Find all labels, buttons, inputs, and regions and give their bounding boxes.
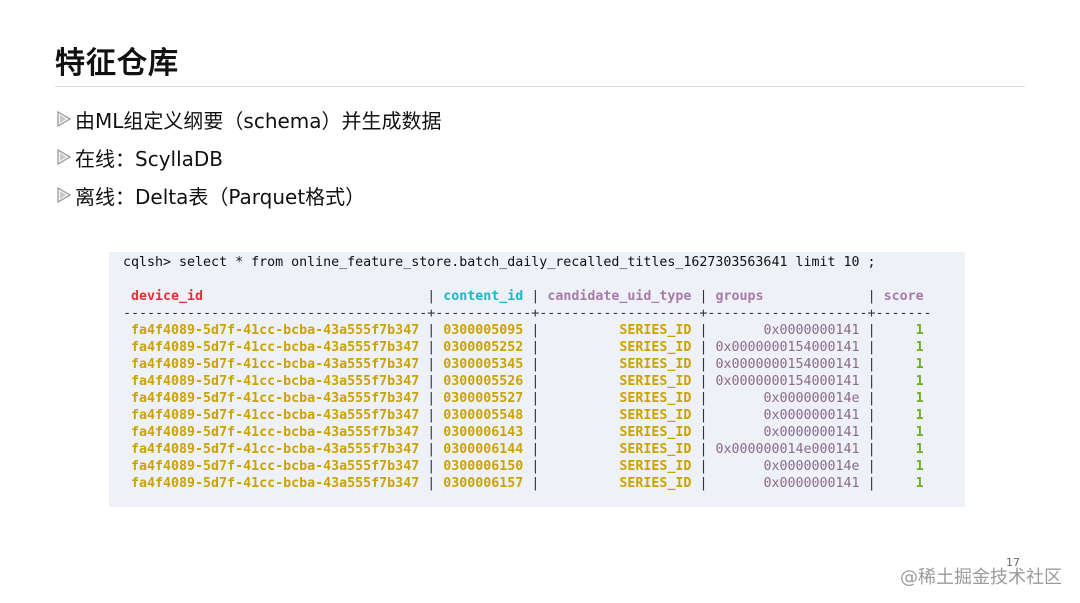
bullet-list: 由ML组定义纲要（schema）并生成数据 在线：ScyllaDB 离线：Del… [55,100,442,214]
column-header-groups: groups [707,289,868,304]
score-cell: 1 [875,442,932,457]
groups-cell: 0x000000014e000141 [707,442,868,457]
column-header-device-id: device_id [123,289,428,304]
bullet-text: 离线：Delta表（Parquet格式） [75,184,366,209]
table-header: device_id | content_id | candidate_uid_t… [123,289,932,304]
table-row: fa4f4089-5d7f-41cc-bcba-43a555f7b347 | 0… [123,425,932,440]
table-row: fa4f4089-5d7f-41cc-bcba-43a555f7b347 | 0… [123,374,932,389]
bullet-item: 由ML组定义纲要（schema）并生成数据 [55,100,442,138]
content-id-cell: 0300006143 [435,425,532,440]
groups-cell: 0x0000000154000141 [707,357,868,372]
groups-cell: 0x0000000141 [707,323,868,338]
slide-title: 特征仓库 [55,46,179,81]
content-id-cell: 0300005526 [435,374,532,389]
column-header-content-id: content_id [435,289,532,304]
device-id-cell: fa4f4089-5d7f-41cc-bcba-43a555f7b347 [123,408,428,423]
title-divider [55,86,1025,87]
table-row: fa4f4089-5d7f-41cc-bcba-43a555f7b347 | 0… [123,476,932,491]
candidate-uid-type-cell: SERIES_ID [539,459,700,474]
triangle-bullet-icon [57,110,72,128]
table-row: fa4f4089-5d7f-41cc-bcba-43a555f7b347 | 0… [123,340,932,355]
triangle-bullet-icon [57,186,72,204]
content-id-cell: 0300006150 [435,459,532,474]
candidate-uid-type-cell: SERIES_ID [539,442,700,457]
groups-cell: 0x000000014e [707,459,868,474]
score-cell: 1 [875,374,932,389]
column-header-candidate-uid-type: candidate_uid_type [539,289,700,304]
device-id-cell: fa4f4089-5d7f-41cc-bcba-43a555f7b347 [123,425,428,440]
triangle-bullet-icon [57,148,72,166]
content-id-cell: 0300005527 [435,391,532,406]
device-id-cell: fa4f4089-5d7f-41cc-bcba-43a555f7b347 [123,323,428,338]
groups-cell: 0x0000000154000141 [707,340,868,355]
groups-cell: 0x0000000141 [707,408,868,423]
device-id-cell: fa4f4089-5d7f-41cc-bcba-43a555f7b347 [123,459,428,474]
content-id-cell: 0300006144 [435,442,532,457]
score-cell: 1 [875,357,932,372]
device-id-cell: fa4f4089-5d7f-41cc-bcba-43a555f7b347 [123,391,428,406]
groups-cell: 0x0000000141 [707,425,868,440]
candidate-uid-type-cell: SERIES_ID [539,357,700,372]
page-number: 17 [1006,556,1020,569]
bullet-text: 在线：ScyllaDB [75,146,224,171]
device-id-cell: fa4f4089-5d7f-41cc-bcba-43a555f7b347 [123,442,428,457]
device-id-cell: fa4f4089-5d7f-41cc-bcba-43a555f7b347 [123,374,428,389]
watermark: @稀土掘金技术社区 [900,567,1062,588]
content-id-cell: 0300005095 [435,323,532,338]
candidate-uid-type-cell: SERIES_ID [539,408,700,423]
table-row: fa4f4089-5d7f-41cc-bcba-43a555f7b347 | 0… [123,357,932,372]
table-row: fa4f4089-5d7f-41cc-bcba-43a555f7b347 | 0… [123,442,932,457]
device-id-cell: fa4f4089-5d7f-41cc-bcba-43a555f7b347 [123,476,428,491]
column-header-score: score [875,289,932,304]
device-id-cell: fa4f4089-5d7f-41cc-bcba-43a555f7b347 [123,340,428,355]
content-id-cell: 0300005345 [435,357,532,372]
table-divider: --------------------------------------+-… [123,306,932,321]
bullet-text: 由ML组定义纲要（schema）并生成数据 [75,108,442,133]
groups-cell: 0x000000014e [707,391,868,406]
score-cell: 1 [875,340,932,355]
score-cell: 1 [875,425,932,440]
candidate-uid-type-cell: SERIES_ID [539,425,700,440]
groups-cell: 0x0000000154000141 [707,374,868,389]
groups-cell: 0x0000000141 [707,476,868,491]
candidate-uid-type-cell: SERIES_ID [539,391,700,406]
content-id-cell: 0300005548 [435,408,532,423]
table-row: fa4f4089-5d7f-41cc-bcba-43a555f7b347 | 0… [123,408,932,423]
candidate-uid-type-cell: SERIES_ID [539,374,700,389]
device-id-cell: fa4f4089-5d7f-41cc-bcba-43a555f7b347 [123,357,428,372]
query-command: cqlsh> select * from online_feature_stor… [123,255,876,270]
candidate-uid-type-cell: SERIES_ID [539,476,700,491]
table-row: fa4f4089-5d7f-41cc-bcba-43a555f7b347 | 0… [123,323,932,338]
bullet-item: 离线：Delta表（Parquet格式） [55,176,442,214]
bullet-item: 在线：ScyllaDB [55,138,442,176]
candidate-uid-type-cell: SERIES_ID [539,340,700,355]
score-cell: 1 [875,391,932,406]
candidate-uid-type-cell: SERIES_ID [539,323,700,338]
score-cell: 1 [875,476,932,491]
content-id-cell: 0300005252 [435,340,532,355]
score-cell: 1 [875,323,932,338]
terminal-screenshot: cqlsh> select * from online_feature_stor… [109,252,965,507]
score-cell: 1 [875,408,932,423]
table-row: fa4f4089-5d7f-41cc-bcba-43a555f7b347 | 0… [123,391,932,406]
table-row: fa4f4089-5d7f-41cc-bcba-43a555f7b347 | 0… [123,459,932,474]
content-id-cell: 0300006157 [435,476,532,491]
score-cell: 1 [875,459,932,474]
